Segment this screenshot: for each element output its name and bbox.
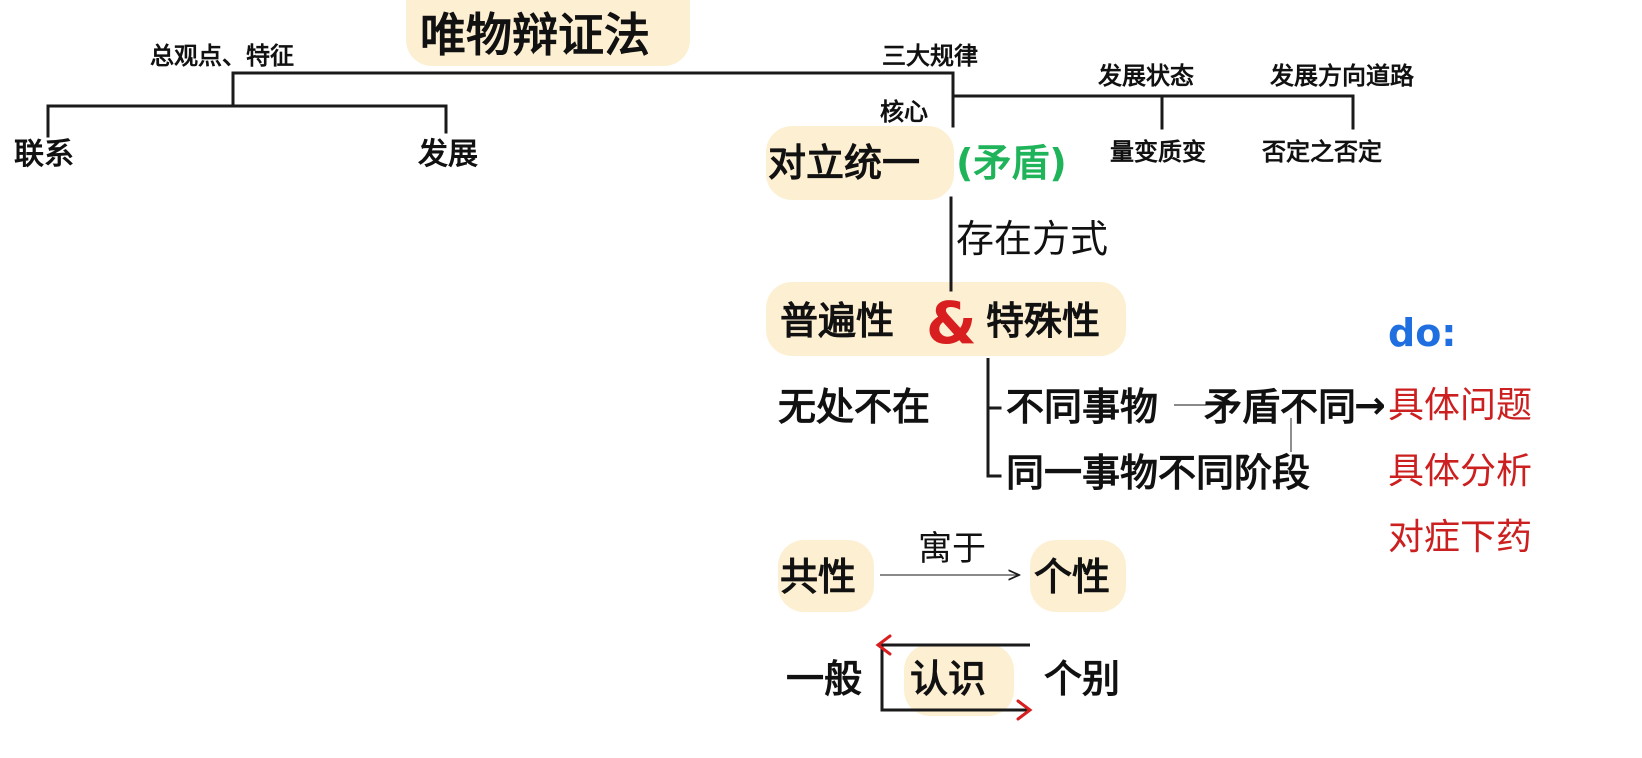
node-quantity-quality: 量变质变	[1110, 138, 1206, 166]
node-contradiction-note: (矛盾)	[956, 141, 1067, 185]
node-development: 发展	[418, 137, 478, 172]
diagram-title: 唯物辩证法	[420, 8, 650, 62]
core-label: 核心	[880, 98, 928, 126]
same-thing-stages-text: 同一事物不同阶段	[1006, 451, 1311, 495]
develop-state-label: 发展状态	[1098, 62, 1194, 90]
existence-mode-label: 存在方式	[956, 217, 1109, 261]
different-things-text: 不同事物	[1006, 385, 1159, 429]
to-concrete-arrow: →	[1354, 383, 1386, 427]
inherent-in-label: 寓于	[918, 529, 986, 569]
individuality-highlight	[1030, 540, 1126, 612]
ampersand-mark: &	[926, 289, 977, 357]
general-view-label: 总观点、特征	[150, 42, 294, 70]
node-individuality: 个性	[1034, 555, 1111, 599]
cognition-highlight	[904, 644, 1014, 716]
different-contradiction-text: 矛盾不同	[1204, 385, 1357, 429]
do-label: do:	[1388, 311, 1457, 355]
node-general: 一般	[786, 657, 863, 701]
node-individual: 个别	[1044, 657, 1121, 701]
do-item-concrete-problem: 具体问题	[1388, 385, 1533, 426]
everywhere-text: 无处不在	[778, 385, 931, 429]
cognition-bracket-top	[880, 643, 1030, 712]
do-item-concrete-analysis: 具体分析	[1388, 451, 1533, 492]
commonality-highlight	[778, 540, 874, 612]
do-item-right-remedy: 对症下药	[1388, 517, 1533, 558]
node-particularity: 特殊性	[986, 299, 1101, 343]
cognition-arrow-right	[1016, 699, 1033, 721]
develop-direction-label: 发展方向道路	[1270, 62, 1414, 90]
node-link: 联系	[14, 137, 74, 172]
cognition-arrow-left	[875, 634, 892, 656]
universality-highlight	[766, 282, 1126, 356]
particularity-bracket	[986, 358, 1002, 478]
node-universality: 普遍性	[780, 299, 895, 343]
node-unity-of-opposites: 对立统一	[768, 141, 921, 185]
unity-highlight	[766, 126, 954, 200]
three-laws-label: 三大规律	[882, 42, 978, 70]
title-highlight	[406, 0, 690, 66]
node-commonality: 共性	[780, 555, 857, 599]
node-negation: 否定之否定	[1262, 138, 1382, 166]
node-cognition: 认识	[910, 657, 987, 701]
